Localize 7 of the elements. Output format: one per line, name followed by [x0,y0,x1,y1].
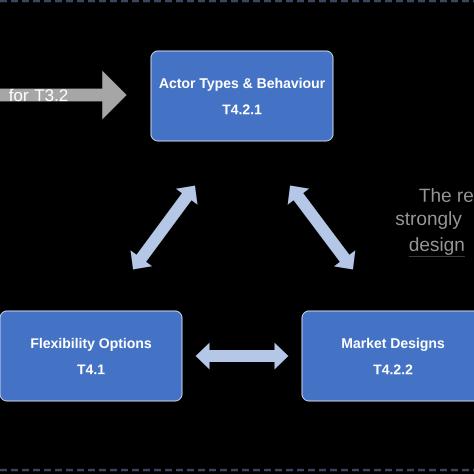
task-box: Market Designs T4.2.2 [302,310,474,402]
double-arrow [288,186,356,270]
task-box: Actor Types & Behaviour T4.2.1 [150,50,334,142]
task-box: Flexibility Options T4.1 [0,310,182,402]
note-text: strongly [396,211,462,229]
note-text: design [408,237,465,256]
note-text: The re [419,188,473,202]
